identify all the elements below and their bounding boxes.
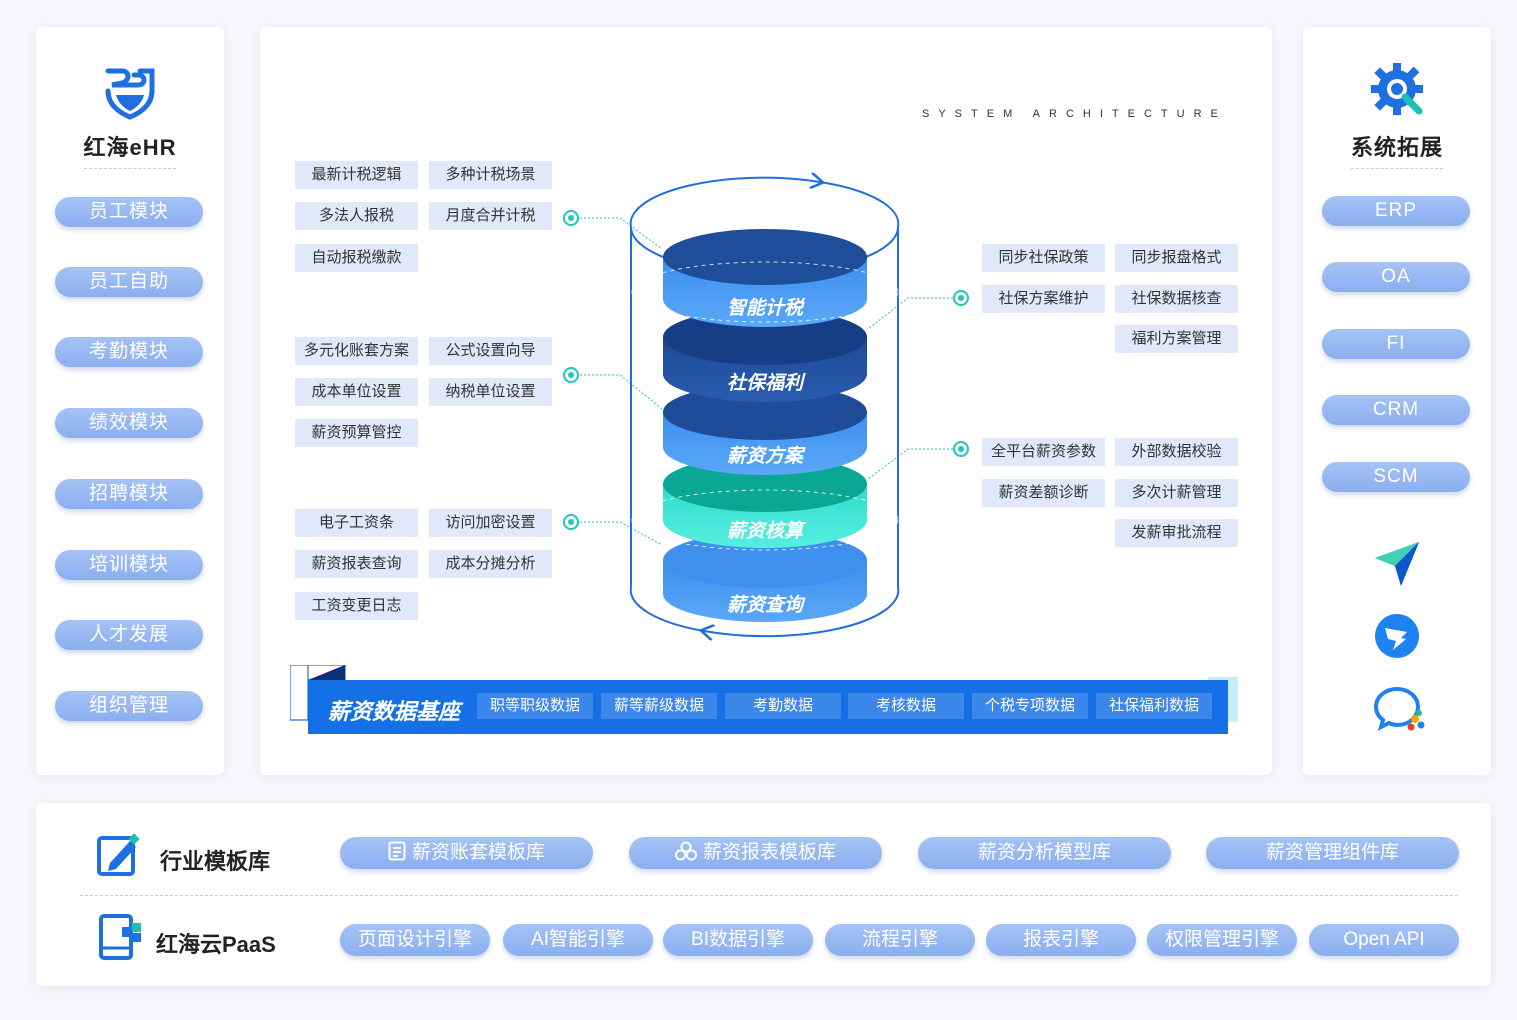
feature-tag: 同步报盘格式 <box>1115 244 1238 272</box>
base-data-tag: 职等职级数据 <box>477 693 593 719</box>
payroll-cylinder: 智能计税 社保福利 薪资方案 薪资核算 薪资查询 <box>629 142 900 652</box>
extension-pill[interactable]: SCM <box>1322 462 1470 492</box>
architecture-caption: SYSTEM ARCHITECTURE <box>922 108 1227 120</box>
feature-tag: 访问加密设置 <box>429 509 552 537</box>
module-pill[interactable]: 招聘模块 <box>55 479 203 509</box>
base-data-tag: 考核数据 <box>848 693 964 719</box>
feature-tag: 薪资预算管控 <box>295 419 418 447</box>
layer-label: 智能计税 <box>727 297 806 319</box>
base-data-tag: 社保福利数据 <box>1096 693 1212 719</box>
cluster-icon <box>674 841 697 861</box>
right-title: 系统拓展 <box>1350 135 1443 160</box>
paas-engine-pill[interactable]: 权限管理引擎 <box>1147 924 1297 956</box>
feature-tag: 同步社保政策 <box>982 244 1105 272</box>
module-pill[interactable]: 员工自助 <box>55 267 203 297</box>
layer-label: 薪资方案 <box>727 445 806 467</box>
left-title: 红海eHR <box>83 135 177 160</box>
right-panel: 系统拓展 ERP OA FI CRM SCM <box>1303 27 1491 775</box>
dingtalk-icon[interactable] <box>1373 612 1421 660</box>
feature-tag: 月度合并计税 <box>429 202 552 230</box>
template-edit-icon <box>97 833 140 876</box>
bottom-panel: 行业模板库 薪资账套模板库 薪资报表模板库 薪资分析模型库 薪资管理组件库 红海… <box>36 803 1491 986</box>
left-panel: 红海eHR 员工模块 员工自助 考勤模块 绩效模块 招聘模块 培训模块 人才发展… <box>36 27 224 775</box>
feature-tag: 多次计薪管理 <box>1115 479 1238 507</box>
feature-tag: 成本分摊分析 <box>429 550 552 578</box>
feature-tag: 电子工资条 <box>295 509 418 537</box>
industry-template-label: 薪资报表模板库 <box>702 842 836 863</box>
connector-dot <box>563 514 579 530</box>
feature-tag: 自动报税缴款 <box>295 244 418 272</box>
feature-tag: 外部数据校验 <box>1115 438 1238 466</box>
feature-tag: 工资变更日志 <box>295 592 418 620</box>
base-title: 薪资数据基座 <box>328 699 461 724</box>
feature-tag: 纳税单位设置 <box>429 378 552 406</box>
layer-label: 薪资查询 <box>727 594 806 616</box>
extension-pill[interactable]: ERP <box>1322 196 1470 226</box>
paper-plane-icon[interactable] <box>1373 540 1421 588</box>
bottom-divider <box>80 895 1458 896</box>
layer-label: 社保福利 <box>727 372 806 394</box>
module-pill[interactable]: 考勤模块 <box>55 337 203 367</box>
base-data-tag: 薪等薪级数据 <box>601 693 717 719</box>
module-pill[interactable]: 员工模块 <box>55 197 203 227</box>
paas-engine-pill[interactable]: 页面设计引擎 <box>340 924 490 956</box>
extension-pill[interactable]: CRM <box>1322 395 1470 425</box>
feature-tag: 社保数据核查 <box>1115 285 1238 313</box>
feature-tag: 薪资差额诊断 <box>982 479 1105 507</box>
feature-tag: 成本单位设置 <box>295 378 418 406</box>
feature-tag: 最新计税逻辑 <box>295 161 418 189</box>
paas-engine-pill[interactable]: BI数据引擎 <box>663 924 813 956</box>
connector-dot <box>953 290 969 306</box>
paas-engine-pill[interactable]: Open API <box>1309 924 1459 956</box>
industry-template-label: 薪资账套模板库 <box>411 842 545 863</box>
connector-dot <box>953 441 969 457</box>
feature-tag: 多元化账套方案 <box>295 337 418 365</box>
feature-tag: 薪资报表查询 <box>295 550 418 578</box>
industry-label: 行业模板库 <box>160 849 271 874</box>
industry-template-pill[interactable]: 薪资账套模板库 <box>340 837 593 869</box>
data-base-bar: 薪资数据基座 职等职级数据 薪等薪级数据 考勤数据 考核数据 个税专项数据 社保… <box>290 665 1240 737</box>
base-data-tag: 个税专项数据 <box>972 693 1088 719</box>
connector-dot <box>563 367 579 383</box>
industry-template-pill[interactable]: 薪资报表模板库 <box>629 837 882 869</box>
module-pill[interactable]: 绩效模块 <box>55 408 203 438</box>
module-pill[interactable]: 人才发展 <box>55 620 203 650</box>
feature-tag: 发薪审批流程 <box>1115 519 1238 547</box>
connector-dot <box>563 210 579 226</box>
architecture-panel: SYSTEM ARCHITECTURE 最新计税逻辑 多种计税场景 多法人报税 … <box>260 27 1272 775</box>
feature-tag: 公式设置向导 <box>429 337 552 365</box>
hr-logo-icon <box>105 68 155 120</box>
paas-engine-pill[interactable]: AI智能引擎 <box>503 924 653 956</box>
industry-template-pill[interactable]: 薪资分析模型库 <box>918 837 1171 869</box>
feature-tag: 多种计税场景 <box>429 161 552 189</box>
paas-device-icon <box>99 914 141 960</box>
feature-tag: 社保方案维护 <box>982 285 1105 313</box>
module-pill[interactable]: 组织管理 <box>55 691 203 721</box>
feature-tag: 全平台薪资参数 <box>982 438 1105 466</box>
right-divider <box>1351 168 1443 169</box>
extension-pill[interactable]: OA <box>1322 262 1470 292</box>
base-data-tag: 考勤数据 <box>725 693 841 719</box>
paas-engine-pill[interactable]: 报表引擎 <box>986 924 1136 956</box>
paas-engine-pill[interactable]: 流程引擎 <box>825 924 975 956</box>
paas-label: 红海云PaaS <box>156 932 276 957</box>
module-pill[interactable]: 培训模块 <box>55 550 203 580</box>
wecom-icon[interactable] <box>1373 685 1425 733</box>
left-divider <box>84 168 176 169</box>
feature-tag: 多法人报税 <box>295 202 418 230</box>
gear-icon <box>1371 63 1423 115</box>
feature-tag: 福利方案管理 <box>1115 325 1238 353</box>
industry-template-pill[interactable]: 薪资管理组件库 <box>1206 837 1459 869</box>
connector-lines <box>580 217 953 546</box>
extension-pill[interactable]: FI <box>1322 329 1470 359</box>
document-icon <box>388 841 406 861</box>
layer-label: 薪资核算 <box>727 520 806 542</box>
